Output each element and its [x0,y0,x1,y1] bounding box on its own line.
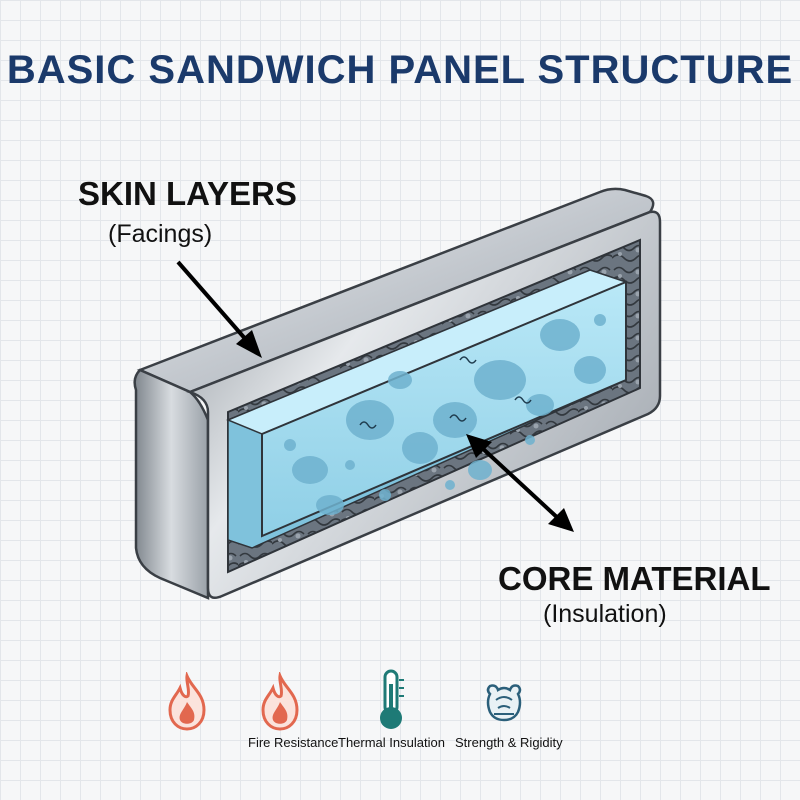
panel-left-end [133,368,210,600]
core-squiggles [359,356,532,429]
core-material-arrow [466,434,574,532]
strength-icon [486,684,522,722]
thermometer-icon [380,669,404,729]
core-material-label: CORE MATERIAL [498,560,771,597]
core-bubbles [284,314,606,515]
page-title: BASIC SANDWICH PANEL STRUCTURE [6,48,794,92]
feature-label-thermal-insulation: Thermal Insulation [338,735,445,750]
skin-layers-sublabel: (Facings) [108,220,213,248]
core-material-sublabel: (Insulation) [543,600,667,628]
skin-layer-arrow [176,260,262,358]
feature-label-fire-resistance: Fire Resistance [248,735,339,750]
flame-icon [261,672,299,731]
flame-icon [168,672,206,731]
skin-layers-label: SKIN LAYERS [78,175,297,212]
feature-label-strength-rigidity: Strength & Rigidity [455,735,563,750]
panel-top-face [136,187,655,394]
